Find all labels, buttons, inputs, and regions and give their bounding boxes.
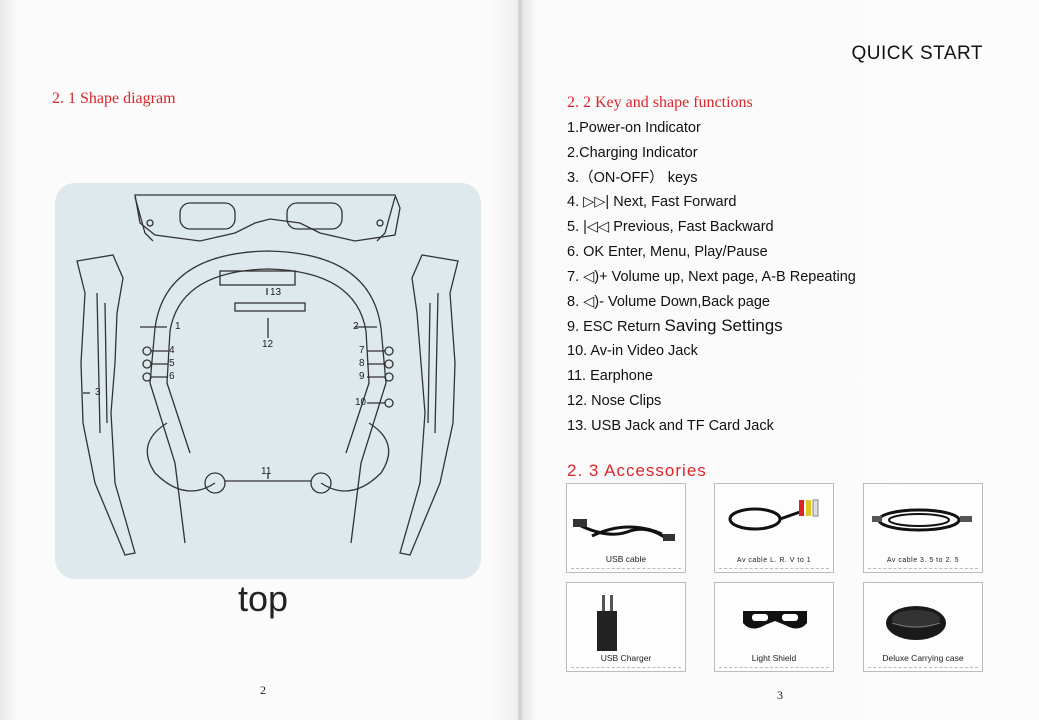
callout-4: 4: [169, 345, 175, 356]
callout-5: 5: [169, 358, 175, 369]
list-item: 13. USB Jack and TF Card Jack: [567, 417, 774, 434]
accessory-label: USB Charger: [600, 653, 652, 663]
book-spine: [518, 0, 524, 720]
callout-7: 7: [359, 345, 365, 356]
list-item: 7. ◁)+ Volume up, Next page, A-B Repeati…: [567, 268, 856, 285]
callout-9: 9: [359, 371, 365, 382]
accessory-label: Deluxe Carrying case: [882, 653, 964, 663]
av-adapter-cable-icon: [872, 508, 972, 532]
accessory-av-cable: Av cable L. R. V to 1: [714, 483, 834, 573]
list-item: 4. ▷▷| Next, Fast Forward: [567, 194, 737, 211]
callout-12: 12: [262, 339, 274, 350]
accessory-usb-charger: USB Charger: [566, 582, 686, 672]
shape-diagram-title: 2. 1 Shape diagram: [52, 90, 176, 107]
carrying-case-icon: [886, 606, 946, 640]
callout-10: 10: [355, 397, 367, 408]
key9-text: 9. ESC Return: [567, 319, 665, 336]
list-item: 8. ◁)- Volume Down,Back page: [567, 293, 770, 310]
accessory-light-shield: Light Shield: [714, 582, 834, 672]
accessory-label: Av cable L. R. V to 1: [736, 557, 812, 564]
callout-11: 11: [261, 466, 272, 477]
av-cable-icon: [728, 499, 819, 531]
list-item: 3.（ON-OFF） keys: [567, 169, 698, 186]
accessories-title: 2. 3 Accessories: [567, 461, 707, 480]
page-number-left: 2: [260, 683, 266, 697]
accessory-usb-cable: USB cable: [566, 483, 686, 573]
list-item: 12. Nose Clips: [567, 392, 662, 409]
light-shield-icon: [743, 611, 807, 629]
list-item: 10. Av-in Video Jack: [567, 343, 698, 360]
shape-diagram: 1 2 3 4 5 6 7 8 9 10 11 12 13: [55, 183, 481, 579]
list-item: 2.Charging Indicator: [567, 144, 698, 161]
accessory-label: Av cable 3. 5 to 2. 5: [886, 557, 960, 564]
accessory-carrying-case: Deluxe Carrying case: [863, 582, 983, 672]
accessory-label: Light Shield: [751, 653, 797, 663]
callout-8: 8: [359, 358, 365, 369]
usb-cable-icon: [573, 519, 675, 541]
accessory-label: USB cable: [605, 554, 647, 564]
list-item: 9. ESC Return Saving Settings: [567, 314, 856, 339]
list-item: 5. |◁◁ Previous, Fast Backward: [567, 219, 774, 236]
callout-13: 13: [270, 287, 282, 298]
view-label: top: [238, 578, 289, 619]
page-number-right: 3: [777, 688, 783, 702]
list-item: 1.Power-on Indicator: [567, 120, 701, 136]
key9-suffix: Saving Settings: [664, 316, 783, 336]
accessory-av-adapter-cable: Av cable 3. 5 to 2. 5: [863, 483, 983, 573]
list-item: 11. Earphone: [567, 367, 653, 384]
glasses-line-drawing: [76, 194, 459, 556]
left-page: 2. 1 Shape diagram: [0, 0, 522, 720]
callout-1: 1: [175, 321, 181, 332]
list-item: 6. OK Enter, Menu, Play/Pause: [567, 243, 768, 260]
key-functions-title: 2. 2 Key and shape functions: [567, 94, 753, 111]
page-header: QUICK START: [851, 43, 983, 64]
callout-6: 6: [169, 371, 175, 382]
key-function-list: 1.Power-on Indicator 2.Charging Indicato…: [567, 116, 856, 438]
usb-charger-icon: [597, 595, 617, 651]
callout-2: 2: [353, 321, 359, 332]
callout-3: 3: [95, 387, 101, 398]
